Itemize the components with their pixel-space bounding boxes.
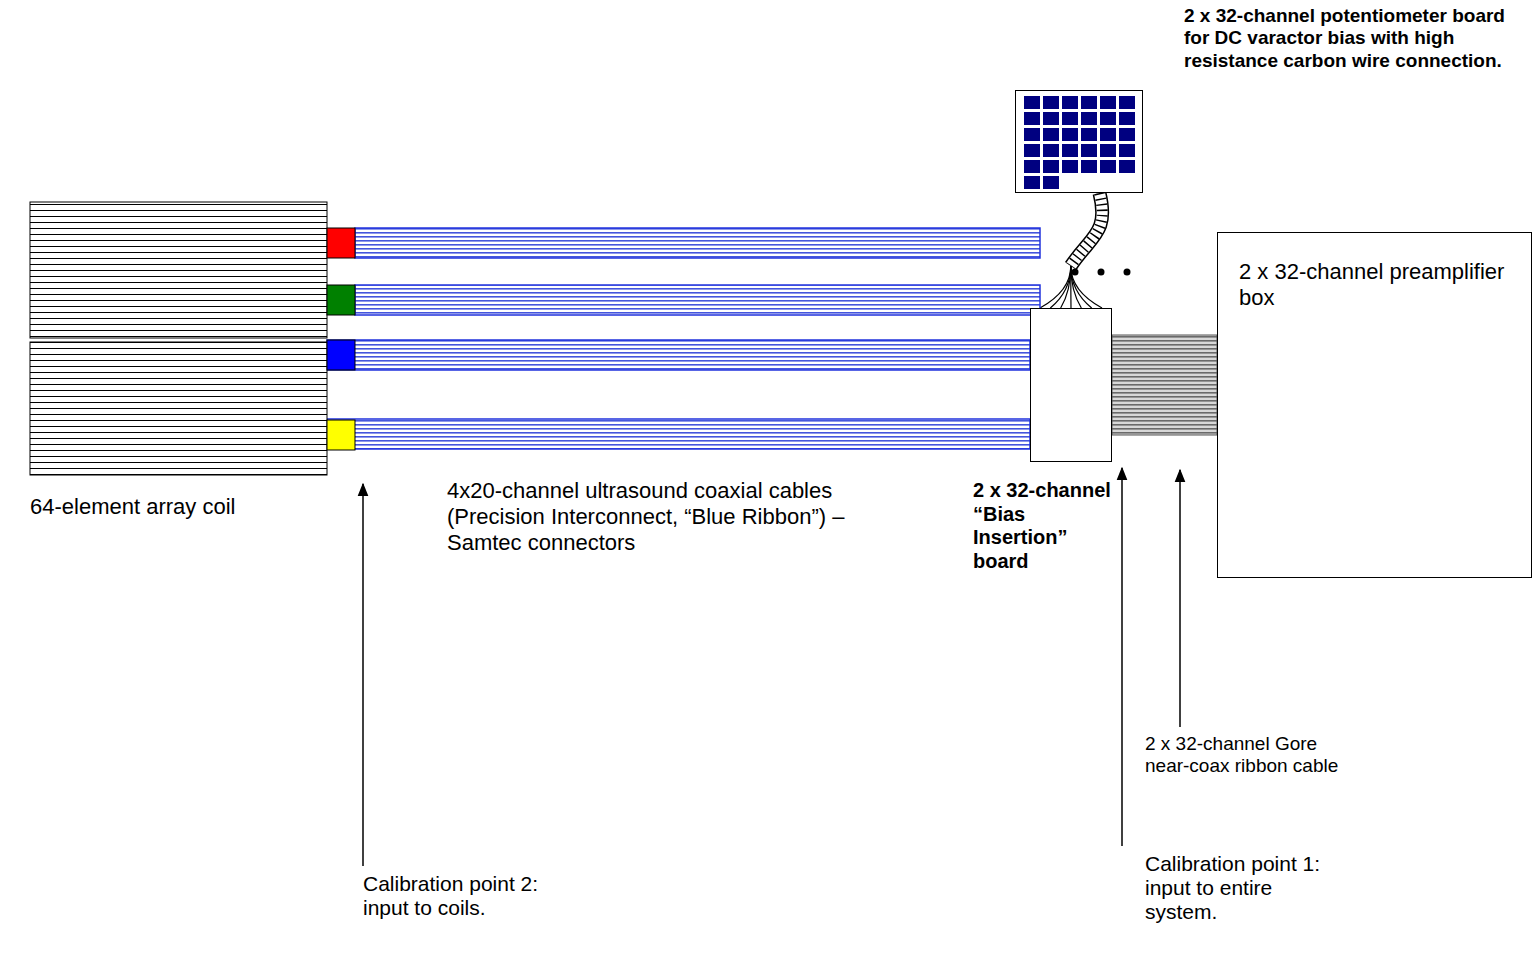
potentiometer-square xyxy=(1062,144,1078,157)
potentiometer-square xyxy=(1062,160,1078,173)
potentiometer-square xyxy=(1119,128,1135,141)
annotation-text: Calibration point 2: input to coils. xyxy=(363,872,563,920)
node-title: 2 x 32-channel “Bias Insertion” board xyxy=(973,479,1113,573)
potentiometer-square xyxy=(1024,160,1040,173)
potentiometer-square xyxy=(1081,128,1097,141)
leader-arrow xyxy=(1121,468,1123,846)
component-box: 2 x 32-channel “Bias Insertion” board xyxy=(1030,308,1112,462)
dot xyxy=(1072,269,1079,276)
connector-blue xyxy=(327,340,355,370)
annotation-text: 4x20-channel ultrasound coaxial cables (… xyxy=(447,478,887,556)
potentiometer-square xyxy=(1119,144,1135,157)
potentiometer-square xyxy=(1024,176,1040,189)
potentiometer-square xyxy=(1081,160,1097,173)
potentiometer-square xyxy=(1100,112,1116,125)
potentiometer-square xyxy=(1024,144,1040,157)
potentiometer-square xyxy=(1081,96,1097,109)
connector-yellow xyxy=(327,420,355,450)
potentiometer-square xyxy=(1043,144,1059,157)
coil-block xyxy=(30,342,327,475)
potentiometer-square xyxy=(1100,128,1116,141)
potentiometer-square xyxy=(1081,144,1097,157)
coil-block xyxy=(30,202,327,338)
potentiometer-square xyxy=(1043,160,1059,173)
node-title: 64-element array coil xyxy=(30,494,330,520)
leader-arrow xyxy=(362,484,364,866)
component-box: 2 x 32-channel potentiometer board for D… xyxy=(1015,90,1143,193)
potentiometer-square xyxy=(1043,96,1059,109)
potentiometer-square xyxy=(1119,160,1135,173)
potentiometer-square xyxy=(1043,128,1059,141)
potentiometer-square xyxy=(1062,112,1078,125)
potentiometer-square xyxy=(1024,112,1040,125)
potentiometer-square xyxy=(1043,176,1059,189)
connector-green xyxy=(327,285,355,315)
potentiometer-square xyxy=(1043,112,1059,125)
potentiometer-square xyxy=(1024,128,1040,141)
dot xyxy=(1124,269,1131,276)
potentiometer-square xyxy=(1024,96,1040,109)
component-box: 64-element array coil xyxy=(30,202,327,475)
coax-ribbon xyxy=(355,228,1040,258)
annotation-text: Calibration point 1: input to entire sys… xyxy=(1145,852,1345,924)
potentiometer-square xyxy=(1119,96,1135,109)
potentiometer-square xyxy=(1081,112,1097,125)
component-box: 2 x 32-channel preamplifier box xyxy=(1217,232,1532,578)
annotation-text: 2 x 32-channel Gore near-coax ribbon cab… xyxy=(1145,733,1355,778)
cable-connector xyxy=(327,340,1030,449)
node-title: 2 x 32-channel potentiometer board for D… xyxy=(1184,5,1532,72)
potentiometer-square xyxy=(1119,112,1135,125)
potentiometer-square xyxy=(1062,96,1078,109)
potentiometer-square xyxy=(1100,160,1116,173)
cable-connector xyxy=(1040,193,1102,308)
dot xyxy=(1098,269,1105,276)
potentiometer-square xyxy=(1062,128,1078,141)
cable-connector xyxy=(1112,335,1217,435)
coax-ribbon xyxy=(355,285,1040,315)
potentiometer-square xyxy=(1100,96,1116,109)
leader-arrow xyxy=(1179,470,1181,727)
node-title: 2 x 32-channel preamplifier box xyxy=(1239,259,1519,311)
connector-red xyxy=(327,228,355,258)
potentiometer-square xyxy=(1100,144,1116,157)
